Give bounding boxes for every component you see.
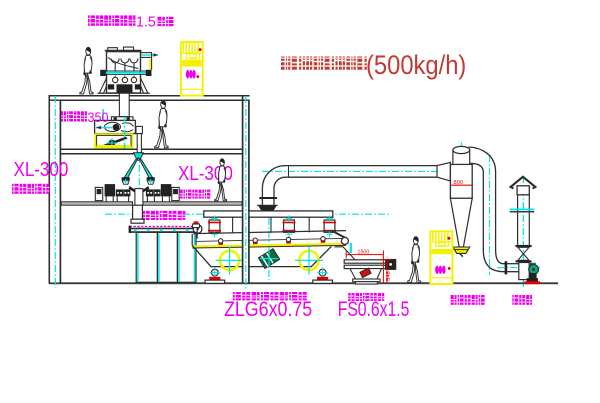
svg-text:(500kg/h): (500kg/h) <box>366 51 466 81</box>
svg-text:800: 800 <box>454 180 463 186</box>
svg-text:350: 350 <box>88 109 109 125</box>
svg-text:ZLG6x0.75: ZLG6x0.75 <box>224 298 312 322</box>
svg-text:1.5: 1.5 <box>136 14 156 30</box>
svg-text:548: 548 <box>386 270 392 281</box>
svg-text:FS0.6x1.5: FS0.6x1.5 <box>338 297 410 321</box>
svg-text:1500: 1500 <box>358 249 370 255</box>
svg-text:XL-300: XL-300 <box>14 157 69 180</box>
